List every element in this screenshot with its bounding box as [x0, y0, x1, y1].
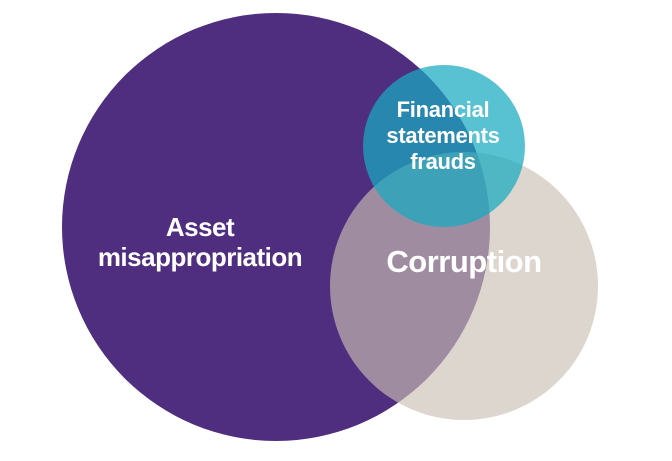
label-line: misappropriation — [97, 242, 303, 272]
label-line: frauds — [410, 149, 476, 174]
circle-financial-statements-frauds — [363, 65, 525, 227]
label-line: Corruption — [386, 244, 542, 279]
label-corruption: Corruption — [314, 245, 614, 279]
label-line: Asset — [165, 212, 235, 242]
label-line: statements — [386, 123, 500, 148]
circle-corruption — [330, 152, 598, 420]
label-financial-statements-frauds: Financial statements frauds — [293, 97, 593, 175]
label-line: Financial — [396, 97, 490, 122]
label-asset-misappropriation: Asset misappropriation — [50, 212, 350, 272]
